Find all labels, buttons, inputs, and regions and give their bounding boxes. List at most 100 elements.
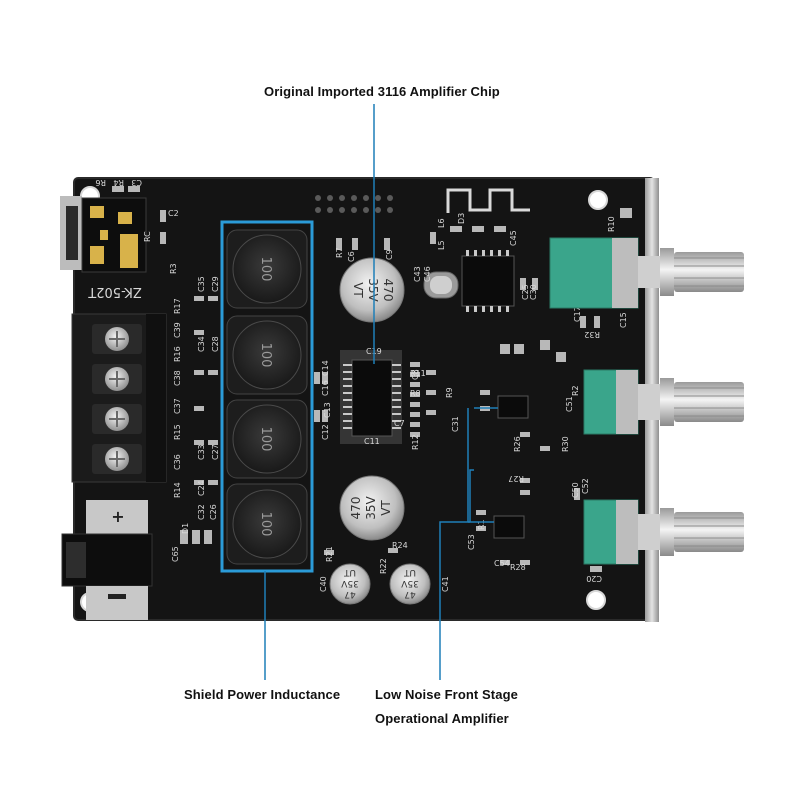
cap-voltage: 35V bbox=[400, 578, 418, 588]
silk-label: R24 bbox=[392, 541, 408, 550]
silk-label: C32 bbox=[197, 504, 206, 520]
silk-label: R6 bbox=[95, 178, 106, 187]
cap-value: 470 bbox=[349, 497, 363, 520]
silk-label: R21 bbox=[325, 546, 334, 562]
opamp-callout-label-line2: Operational Amplifier bbox=[375, 711, 509, 726]
silk-label: C27 bbox=[211, 444, 220, 460]
silk-label: C2 bbox=[168, 209, 179, 218]
silk-label: C51 bbox=[565, 396, 574, 412]
silk-label: R16 bbox=[173, 346, 182, 362]
silk-label: C52 bbox=[581, 478, 590, 494]
audio-jack bbox=[60, 196, 147, 273]
silk-label: L6 bbox=[437, 218, 446, 228]
silk-label: C40 bbox=[319, 576, 328, 592]
silk-label: C43 bbox=[413, 266, 422, 282]
silk-label: R10 bbox=[607, 216, 616, 232]
silk-label: C6 bbox=[347, 251, 356, 262]
silk-label: C15 bbox=[619, 312, 628, 328]
silk-label: C36 bbox=[173, 454, 182, 470]
silk-label: R22 bbox=[379, 558, 388, 574]
silk-label: C14 bbox=[321, 360, 330, 376]
silk-label: R4 bbox=[113, 178, 124, 187]
silk-label: R8 bbox=[410, 389, 421, 398]
silk-label: R32 bbox=[584, 330, 600, 339]
opamp-callout-label-line1: Low Noise Front Stage bbox=[375, 687, 518, 702]
silk-label: C31 bbox=[451, 416, 460, 432]
cap-series: VT bbox=[379, 500, 393, 516]
silk-label: R11 bbox=[410, 369, 426, 378]
inductor-marking: 100 bbox=[258, 343, 273, 368]
silk-label: C30 bbox=[529, 284, 538, 300]
silk-label: R14 bbox=[173, 482, 182, 498]
silk-label: R3 bbox=[169, 263, 178, 274]
silk-label: C9 bbox=[385, 249, 394, 260]
silk-label: D1 bbox=[181, 523, 190, 534]
silk-label: R17 bbox=[173, 298, 182, 314]
silk-label: C34 bbox=[197, 336, 206, 352]
silk-label: R12 bbox=[411, 434, 420, 450]
silk-label: R15 bbox=[173, 424, 182, 440]
smd-components bbox=[112, 186, 632, 572]
amplifier-chip bbox=[340, 350, 402, 444]
silk-label: C12 bbox=[321, 424, 330, 440]
silk-label: C35 bbox=[197, 276, 206, 292]
callout-lines bbox=[264, 104, 474, 680]
potentiometer-volume bbox=[583, 499, 744, 565]
small-capacitor: 47 35V UT bbox=[389, 563, 431, 605]
silk-label: R9 bbox=[445, 387, 454, 398]
silk-label: R2 bbox=[571, 385, 580, 396]
inductor-callout-label: Shield Power Inductance bbox=[184, 687, 341, 702]
silk-label: C24 bbox=[197, 480, 206, 496]
silk-label: R26 bbox=[513, 436, 522, 452]
silk-label: C41 bbox=[441, 576, 450, 592]
silkscreen-labels: R6 R4 C3 C2 R3 RC C35 R17 C29 C39 R16 C3… bbox=[95, 178, 628, 592]
inductor-marking: 100 bbox=[258, 257, 273, 282]
silk-label: C33 bbox=[197, 444, 206, 460]
cap-series: VT bbox=[351, 282, 365, 298]
model-silkscreen: ZK-502T bbox=[88, 284, 142, 299]
cap-voltage: 35V bbox=[340, 578, 358, 588]
silk-label: C16 bbox=[321, 380, 330, 396]
silk-label: C65 bbox=[171, 546, 180, 562]
silk-label: C11 bbox=[364, 437, 380, 446]
silk-label: D3 bbox=[457, 213, 466, 224]
cap-voltage: 35V bbox=[366, 278, 380, 302]
silk-label: C53 bbox=[467, 534, 476, 550]
small-capacitor: 47 35V UT bbox=[329, 563, 371, 605]
silk-label: C50 bbox=[571, 482, 580, 498]
opamp-callout-line bbox=[439, 469, 474, 680]
via-grid bbox=[315, 195, 393, 213]
cap-series: UT bbox=[343, 567, 356, 577]
silk-label: R7 bbox=[335, 247, 344, 258]
cap-value: 47 bbox=[344, 589, 355, 599]
opamp-chip bbox=[493, 395, 529, 539]
silk-label: L5 bbox=[437, 240, 446, 250]
inductor-marking: 100 bbox=[258, 512, 273, 537]
silk-label: R1 bbox=[477, 519, 486, 530]
inductor-marking: 100 bbox=[258, 427, 273, 452]
silk-label: C26 bbox=[209, 504, 218, 520]
cap-series: UT bbox=[403, 567, 416, 577]
bluetooth-antenna bbox=[446, 188, 530, 213]
power-inductors: 100 100 100 100 bbox=[226, 229, 308, 565]
dc-power-jack: + bbox=[61, 500, 153, 620]
silk-label: R30 bbox=[561, 436, 570, 452]
opamp-highlight-markers bbox=[467, 407, 498, 523]
svg-text:+: + bbox=[111, 507, 124, 526]
silk-label: C38 bbox=[173, 370, 182, 386]
screw-terminal bbox=[71, 313, 167, 483]
silk-label: C3 bbox=[131, 178, 142, 187]
silk-label: C13 bbox=[323, 402, 332, 418]
silk-label: C39 bbox=[173, 322, 182, 338]
silk-label: C17 bbox=[573, 306, 582, 322]
silk-label: C7 bbox=[394, 419, 405, 428]
potentiometer-bass bbox=[583, 369, 744, 435]
silk-label: C20 bbox=[586, 574, 602, 583]
silk-label: C28 bbox=[211, 336, 220, 352]
silk-label: RC bbox=[143, 231, 152, 242]
silk-label: C54 bbox=[494, 559, 510, 568]
cap-value: 47 bbox=[404, 589, 415, 599]
bluetooth-chip bbox=[461, 250, 515, 312]
